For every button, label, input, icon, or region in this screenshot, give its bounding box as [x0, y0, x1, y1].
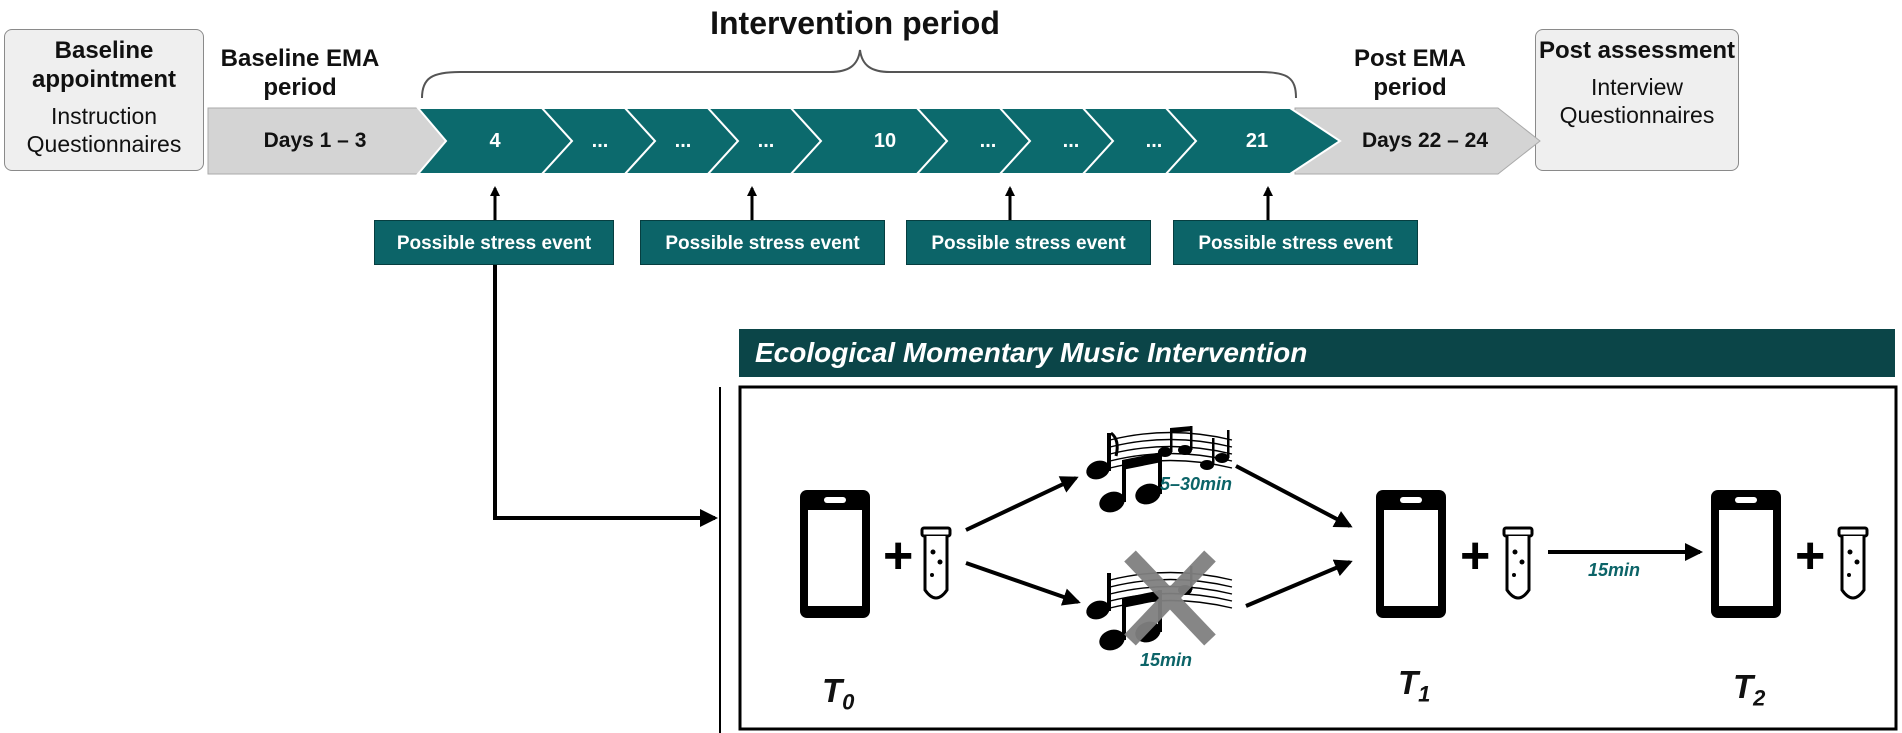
t2-subscript: 2	[1753, 685, 1766, 711]
t2-label: T2	[1733, 668, 1765, 712]
day-label: 4	[489, 130, 501, 152]
post-ema-label: Post EMA period	[1353, 45, 1466, 101]
test-tube-t2-icon	[1837, 526, 1869, 600]
test-tube-t0-icon	[920, 526, 952, 600]
music-duration-label: 5–30min	[1160, 474, 1233, 494]
baseline-appointment-box: Baseline appointment Instruction Questio…	[4, 29, 204, 171]
post-assessment-details: Interview Questionnaires	[1559, 74, 1715, 128]
phone-t0-icon	[800, 490, 870, 618]
arrow-to-silence	[965, 561, 1081, 606]
emmi-title-bar	[737, 327, 1897, 379]
baseline-appointment-details: Instruction Questionnaires	[26, 103, 182, 157]
t1-subscript: 1	[1418, 681, 1431, 707]
silence-duration-label: 15min	[1140, 650, 1193, 670]
cross-icon	[1124, 550, 1216, 646]
baseline-appointment-heading: Baseline appointment	[32, 37, 176, 93]
t1-label: T1	[1398, 664, 1430, 708]
plus-sign: +	[883, 527, 914, 585]
arrow-silence-to-t1	[1245, 559, 1353, 608]
day-chevron	[1163, 107, 1342, 175]
arrow-to-music	[965, 476, 1079, 532]
gap-duration-label: 15min	[1588, 560, 1641, 580]
t0-subscript: 0	[842, 689, 855, 715]
intervention-period-title: Intervention period	[710, 5, 1000, 41]
baseline-days-label: Days 1 – 3	[263, 129, 367, 152]
music-notes-icon	[1086, 426, 1233, 513]
stress-event-box: Possible stress event	[640, 220, 885, 265]
stress-event-box: Possible stress event	[906, 220, 1151, 265]
day-label: ...	[1145, 130, 1163, 152]
post-assessment-heading: Post assessment	[1538, 37, 1736, 64]
t0-letter: T	[822, 672, 843, 709]
arrow-music-to-t1	[1235, 464, 1353, 528]
day-label: ...	[591, 130, 609, 152]
plus-sign: +	[1460, 527, 1491, 585]
t0-label: T0	[822, 672, 854, 716]
post-assessment-box: Post assessment Interview Questionnaires	[1535, 29, 1739, 171]
plus-sign: +	[1795, 527, 1826, 585]
emmi-title: Ecological Momentary Music Intervention	[755, 337, 1308, 368]
test-tube-t1-icon	[1502, 526, 1534, 600]
phone-t2-icon	[1711, 490, 1781, 618]
stress-to-emmi-connector	[493, 262, 718, 527]
t2-letter: T	[1733, 668, 1754, 705]
day-label: ...	[1062, 130, 1080, 152]
t1-letter: T	[1398, 664, 1419, 701]
day-label: 10	[873, 130, 897, 152]
post-days-label: Days 22 – 24	[1361, 129, 1489, 152]
stress-event-box: Possible stress event	[1173, 220, 1418, 265]
day-label: ...	[757, 130, 775, 152]
day-label: 21	[1245, 130, 1269, 152]
day-label: ...	[674, 130, 692, 152]
intervention-day-chevrons	[415, 107, 1342, 175]
stress-event-box: Possible stress event	[374, 220, 614, 265]
baseline-ema-label: Baseline EMA period	[220, 45, 380, 101]
intervention-brace	[421, 49, 1297, 99]
day-label: ...	[979, 130, 997, 152]
phone-t1-icon	[1376, 490, 1446, 618]
